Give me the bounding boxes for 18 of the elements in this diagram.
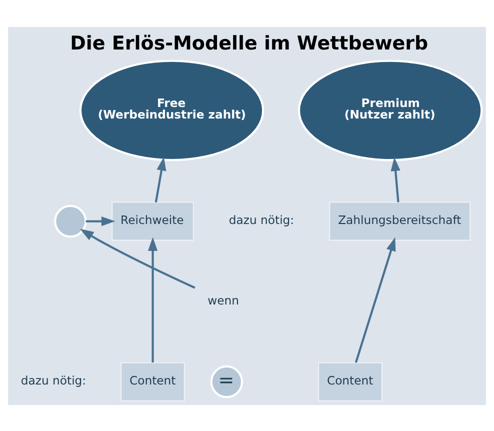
diagram-title: Die Erlös-Modelle im Wettbewerb xyxy=(70,32,428,54)
label: dazu nötig: xyxy=(20,373,86,388)
node-box: Reichweite xyxy=(112,201,194,240)
label: dazu nötig: xyxy=(228,212,294,227)
node-ellipse: Premium (Nutzer zahlt) xyxy=(298,59,483,161)
node-box: Content xyxy=(318,362,382,401)
node-circle: = xyxy=(210,364,244,398)
arrow xyxy=(154,156,166,202)
node-ellipse: Free (Werbeindustrie zahlt) xyxy=(79,59,264,161)
node-box: Content xyxy=(120,362,185,401)
arrow xyxy=(80,228,196,288)
arrow xyxy=(354,236,396,362)
arrow xyxy=(86,216,116,226)
arrow xyxy=(148,236,158,362)
node-box: Zahlungsbereitschaft xyxy=(329,201,471,240)
node-text: wenn xyxy=(208,292,240,307)
arrow xyxy=(390,156,400,202)
node-circle xyxy=(54,204,87,238)
